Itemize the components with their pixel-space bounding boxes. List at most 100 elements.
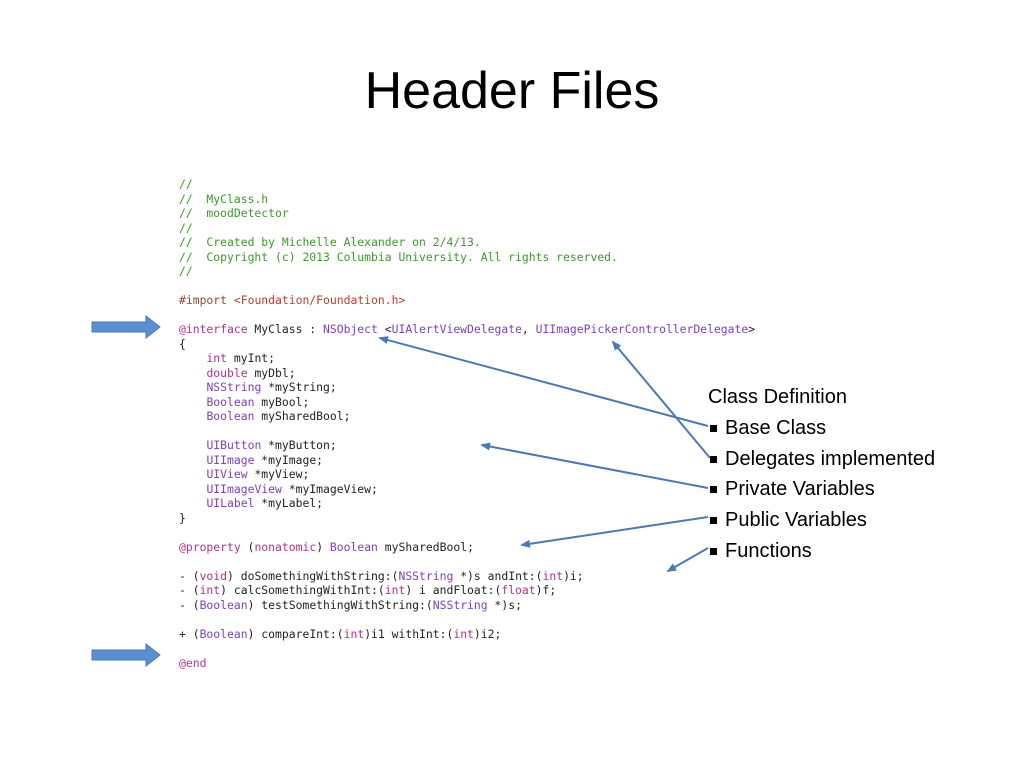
code-line: // MyClass.h <box>179 192 755 207</box>
code-line <box>179 612 755 627</box>
bullet-icon <box>710 486 717 494</box>
code-token: mySharedBool; <box>254 409 351 423</box>
annotation-item-public-variables: Public Variables <box>708 505 935 536</box>
code-token: myInt; <box>227 351 276 365</box>
code-line <box>179 424 755 439</box>
code-token: NSObject <box>323 322 378 336</box>
code-token: - ( <box>179 568 200 583</box>
code-token: )i; <box>563 568 584 583</box>
code-token: NSString <box>206 380 262 394</box>
code-token: // Copyright (c) 2013 Columbia Universit… <box>179 249 618 264</box>
slide-title: Header Files <box>364 62 660 120</box>
code-line: UIImageView *myImageView; <box>179 482 755 497</box>
code-token: { <box>179 336 186 351</box>
bullet-icon <box>710 517 717 525</box>
code-token <box>179 453 206 467</box>
code-line: + (Boolean) compareInt:(int)i1 withInt:(… <box>179 627 755 642</box>
code-line: NSString *myString; <box>179 380 755 395</box>
code-token: // MyClass.h <box>179 191 269 206</box>
code-line: // <box>179 221 755 236</box>
code-line <box>179 641 755 656</box>
code-token: UIImage <box>206 452 255 467</box>
code-token: )i1 withInt:( <box>364 626 454 641</box>
code-token: <Foundation/Foundation.h> <box>233 293 406 307</box>
code-token: UIAlertViewDelegate <box>391 322 522 336</box>
code-line: - (void) doSomethingWithString:(NSString… <box>179 569 755 584</box>
code-token: > <box>748 322 756 336</box>
code-token: #import <box>179 293 234 307</box>
code-token: // <box>179 177 193 191</box>
code-token: myBool; <box>254 394 310 409</box>
code-line: - (int) calcSomethingWithInt:(int) i and… <box>179 583 755 598</box>
code-token: *myImageView; <box>281 481 378 496</box>
code-token: Boolean <box>206 409 255 423</box>
code-line: // moodDetector <box>179 206 755 221</box>
annotation-item-delegates: Delegates implemented <box>708 444 935 475</box>
code-token: *myView; <box>247 467 310 481</box>
annotation-heading: Class Definition <box>708 386 847 408</box>
code-token <box>179 366 206 380</box>
code-token: ) i andFloat:( <box>405 583 502 597</box>
code-line: } <box>179 511 755 526</box>
code-token: ) calcSomethingWithInt:( <box>220 583 385 597</box>
code-token: // <box>179 264 193 278</box>
annotation-item-private-variables: Private Variables <box>708 474 935 505</box>
code-token <box>179 467 206 481</box>
code-token: ( <box>240 539 255 554</box>
code-token: - ( <box>179 597 200 612</box>
code-token: )f; <box>535 583 557 597</box>
code-line: double myDbl; <box>179 366 755 381</box>
code-token <box>179 395 206 409</box>
code-token: - ( <box>179 583 200 597</box>
code-token: *myButton; <box>261 438 337 452</box>
code-token: *)s andInt:( <box>453 568 543 583</box>
bullet-icon <box>710 547 717 555</box>
code-token: ) testSomethingWithString:( <box>247 597 433 612</box>
code-line: UIView *myView; <box>179 467 755 482</box>
code-token <box>179 380 206 394</box>
block-arrow-end <box>91 642 161 668</box>
code-line: Boolean mySharedBool; <box>179 409 755 424</box>
code-token: Boolean <box>199 626 248 641</box>
code-token: double <box>206 365 248 380</box>
code-token: UIView <box>206 467 248 481</box>
code-token: + ( <box>179 626 200 641</box>
code-token: NSString <box>432 597 488 612</box>
code-token: // <box>179 220 193 235</box>
code-token: UILabel <box>206 496 255 510</box>
annotation-label: Base Class <box>725 416 827 439</box>
code-token <box>179 351 206 365</box>
annotation-label: Private Variables <box>725 478 875 501</box>
code-token: ) doSomethingWithString:( <box>227 568 399 583</box>
code-token: myDbl; <box>247 365 296 380</box>
bullet-icon <box>710 455 717 463</box>
code-token <box>179 409 206 423</box>
code-token: UIImagePickerControllerDelegate <box>535 322 749 336</box>
code-token: *myString; <box>261 380 337 394</box>
code-token: *myImage; <box>254 452 324 467</box>
code-token <box>179 482 206 496</box>
code-token: // moodDetector <box>179 206 289 220</box>
annotation-label: Public Variables <box>725 509 867 532</box>
code-line: - (Boolean) testSomethingWithString:(NSS… <box>179 598 755 613</box>
code-line <box>179 279 755 294</box>
code-token: // Created by Michelle Alexander on 2/4/… <box>179 235 481 249</box>
code-token: int <box>206 351 228 365</box>
code-line: UIButton *myButton; <box>179 438 755 453</box>
code-line: @interface MyClass : NSObject <UIAlertVi… <box>179 322 755 337</box>
code-token: , <box>521 322 536 336</box>
code-token: *myLabel; <box>254 496 324 510</box>
code-line: // Copyright (c) 2013 Columbia Universit… <box>179 250 755 265</box>
code-token: float <box>501 583 536 597</box>
code-line <box>179 554 755 569</box>
code-token: @end <box>179 655 207 670</box>
code-line: Boolean myBool; <box>179 395 755 410</box>
code-token: ) <box>316 539 330 554</box>
code-line <box>179 308 755 323</box>
code-token: Boolean <box>329 539 378 554</box>
code-token: NSString <box>398 568 454 583</box>
code-token: nonatomic <box>254 539 317 554</box>
annotation-label: Functions <box>725 539 812 562</box>
code-line: int myInt; <box>179 351 755 366</box>
